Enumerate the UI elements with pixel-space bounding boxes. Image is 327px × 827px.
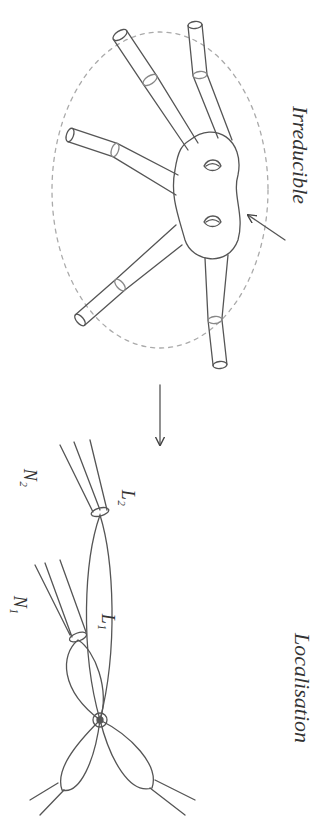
cone-tube: [73, 225, 182, 328]
link-label: L₁: [99, 614, 117, 630]
cone-tube: [111, 27, 198, 150]
process-label: Localisation: [291, 633, 313, 743]
link-label: L₂: [119, 490, 137, 506]
cone-tube: [205, 255, 228, 369]
down-arrow: [159, 385, 160, 445]
leader-arrow: [248, 215, 285, 240]
region-label: Irreducible: [289, 106, 311, 204]
cone-tube: [64, 127, 178, 195]
dashed-outline: [52, 32, 268, 348]
surface-hole: [204, 216, 221, 227]
localised-cone-picture: [30, 440, 195, 815]
cone-label: N₂: [21, 469, 39, 487]
cone-tube: [188, 21, 232, 140]
surface-hole: [204, 160, 221, 171]
irreducible-surface: [173, 132, 240, 259]
cone-label: N₁: [11, 596, 29, 614]
